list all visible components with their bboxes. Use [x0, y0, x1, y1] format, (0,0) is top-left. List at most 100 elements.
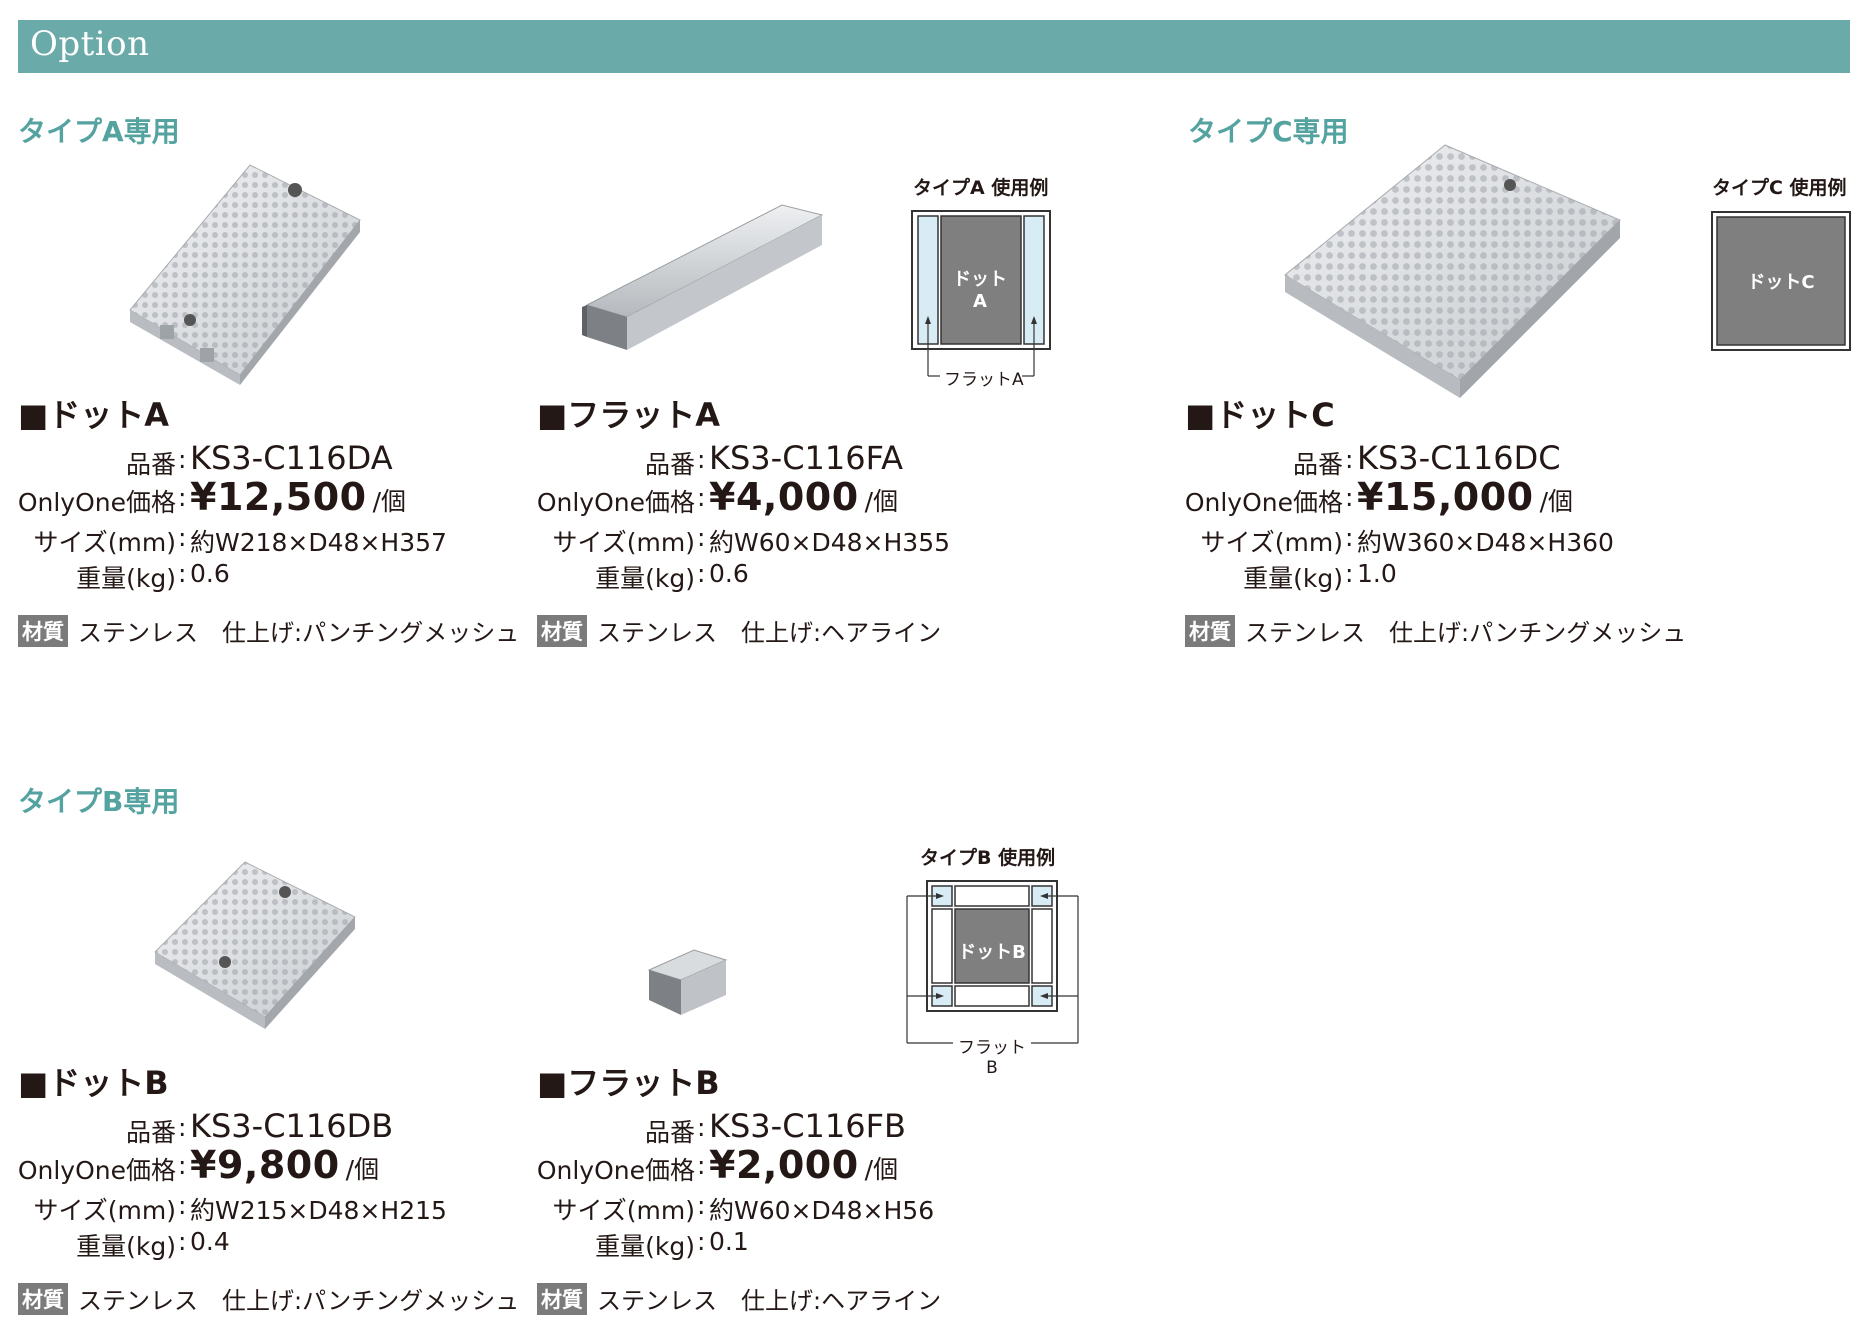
price-unit: /個: [1539, 487, 1574, 516]
price-value: ¥15,000: [1357, 475, 1534, 519]
label-price: OnlyOne価格: [1184, 488, 1343, 517]
label-code: 品番: [125, 450, 176, 479]
sep: :: [1345, 559, 1354, 588]
label-price: OnlyOne価格: [536, 1156, 695, 1185]
product-name-flat-a: ■フラットA: [537, 396, 721, 434]
sep: :: [697, 1191, 706, 1220]
size-value: 約W60×D48×H355: [709, 528, 951, 557]
label-weight: 重量(kg): [595, 1232, 695, 1261]
label-price: OnlyOne価格: [17, 488, 176, 517]
diagram-a-bottom-label: フラットA: [944, 370, 1024, 390]
sep: :: [697, 559, 706, 588]
section-heading-type-c: タイプC専用: [1188, 115, 1349, 148]
flat-b-photo: [647, 949, 728, 1015]
label-size: サイズ(mm): [552, 528, 695, 557]
price-value: ¥4,000: [709, 475, 859, 519]
product-name-dot-c: ■ドットC: [1185, 396, 1335, 434]
sep: :: [697, 1151, 706, 1180]
sep: :: [697, 445, 706, 474]
diagram-b-bottom-label: フラットB: [958, 1038, 1026, 1078]
material-badge: 材質: [537, 614, 587, 647]
sep: :: [178, 483, 187, 512]
label-size: サイズ(mm): [33, 528, 176, 557]
material-text: ステンレス 仕上げ:ヘアライン: [597, 1287, 942, 1315]
weight-value: 0.6: [709, 559, 749, 588]
material-badge: 材質: [18, 1282, 68, 1315]
price-value: ¥2,000: [709, 1143, 859, 1187]
sep: :: [1345, 523, 1354, 552]
header-title: Option: [30, 24, 150, 64]
size-value: 約W60×D48×H56: [709, 1196, 935, 1225]
size-value: 約W360×D48×H360: [1357, 528, 1614, 557]
label-weight: 重量(kg): [76, 564, 176, 593]
material-text: ステンレス 仕上げ:パンチングメッシュ: [78, 1287, 520, 1315]
sep: :: [178, 523, 187, 552]
dot-a-photo: [129, 164, 361, 385]
material-badge: 材質: [18, 614, 68, 647]
sep: :: [178, 1151, 187, 1180]
label-price: OnlyOne価格: [17, 1156, 176, 1185]
material-flat-b: 材質ステンレス 仕上げ:ヘアライン: [537, 1281, 941, 1316]
product-code: KS3-C116DA: [190, 439, 393, 477]
dot-b-photo: [154, 861, 356, 1029]
label-price: OnlyOne価格: [536, 488, 695, 517]
material-text: ステンレス 仕上げ:ヘアライン: [597, 619, 942, 647]
diagram-type-c: [1711, 211, 1851, 351]
sep: :: [697, 1113, 706, 1142]
product-name-dot-a: ■ドットA: [18, 396, 170, 434]
price-value: ¥9,800: [190, 1143, 340, 1187]
sep: :: [697, 523, 706, 552]
sep: :: [1345, 483, 1354, 512]
sep: :: [178, 1191, 187, 1220]
weight-value: 0.1: [709, 1227, 749, 1256]
product-name-dot-b: ■ドットB: [18, 1064, 169, 1102]
section-heading-type-b: タイプB専用: [18, 785, 180, 818]
sep: :: [697, 483, 706, 512]
section-heading-type-a: タイプA専用: [18, 115, 180, 148]
label-weight: 重量(kg): [76, 1232, 176, 1261]
sep: :: [178, 445, 187, 474]
diagram-b-caption: タイプB 使用例: [920, 847, 1056, 869]
material-dot-c: 材質ステンレス 仕上げ:パンチングメッシュ: [1185, 613, 1686, 648]
diagram-c-center-label: ドットC: [1747, 272, 1815, 293]
diagram-c-caption: タイプC 使用例: [1712, 177, 1847, 199]
label-code: 品番: [644, 1118, 695, 1147]
dot-c-photo: [1284, 144, 1621, 398]
weight-value: 0.6: [190, 559, 230, 588]
diagram-a-caption: タイプA 使用例: [913, 177, 1049, 199]
material-flat-a: 材質ステンレス 仕上げ:ヘアライン: [537, 613, 941, 648]
material-dot-b: 材質ステンレス 仕上げ:パンチングメッシュ: [18, 1281, 519, 1316]
product-code: KS3-C116DB: [190, 1107, 394, 1145]
material-text: ステンレス 仕上げ:パンチングメッシュ: [1245, 619, 1687, 647]
weight-value: 1.0: [1357, 559, 1397, 588]
label-size: サイズ(mm): [1200, 528, 1343, 557]
size-value: 約W215×D48×H215: [190, 1196, 447, 1225]
price-unit: /個: [864, 1155, 899, 1184]
diagram-type-b: [906, 880, 1079, 1044]
label-size: サイズ(mm): [552, 1196, 695, 1225]
material-text: ステンレス 仕上げ:パンチングメッシュ: [78, 619, 520, 647]
material-dot-a: 材質ステンレス 仕上げ:パンチングメッシュ: [18, 613, 519, 648]
sep: :: [178, 559, 187, 588]
weight-value: 0.4: [190, 1227, 230, 1256]
price-value: ¥12,500: [190, 475, 367, 519]
sep: :: [697, 1227, 706, 1256]
sep: :: [1345, 445, 1354, 474]
diagram-b-center-label: ドットB: [958, 942, 1026, 963]
sep: :: [178, 1113, 187, 1142]
sep: :: [178, 1227, 187, 1256]
product-code: KS3-C116DC: [1357, 439, 1561, 477]
label-code: 品番: [1292, 450, 1343, 479]
label-code: 品番: [644, 450, 695, 479]
diagram-a-center-label: ドットA: [953, 269, 1007, 312]
label-code: 品番: [125, 1118, 176, 1147]
diagram-type-a: [911, 210, 1051, 377]
price-unit: /個: [372, 487, 407, 516]
flat-a-photo: [582, 204, 824, 350]
product-code: KS3-C116FB: [709, 1107, 906, 1145]
price-unit: /個: [345, 1155, 380, 1184]
product-code: KS3-C116FA: [709, 439, 903, 477]
material-badge: 材質: [1185, 614, 1235, 647]
product-name-flat-b: ■フラットB: [537, 1064, 720, 1102]
label-weight: 重量(kg): [1243, 564, 1343, 593]
